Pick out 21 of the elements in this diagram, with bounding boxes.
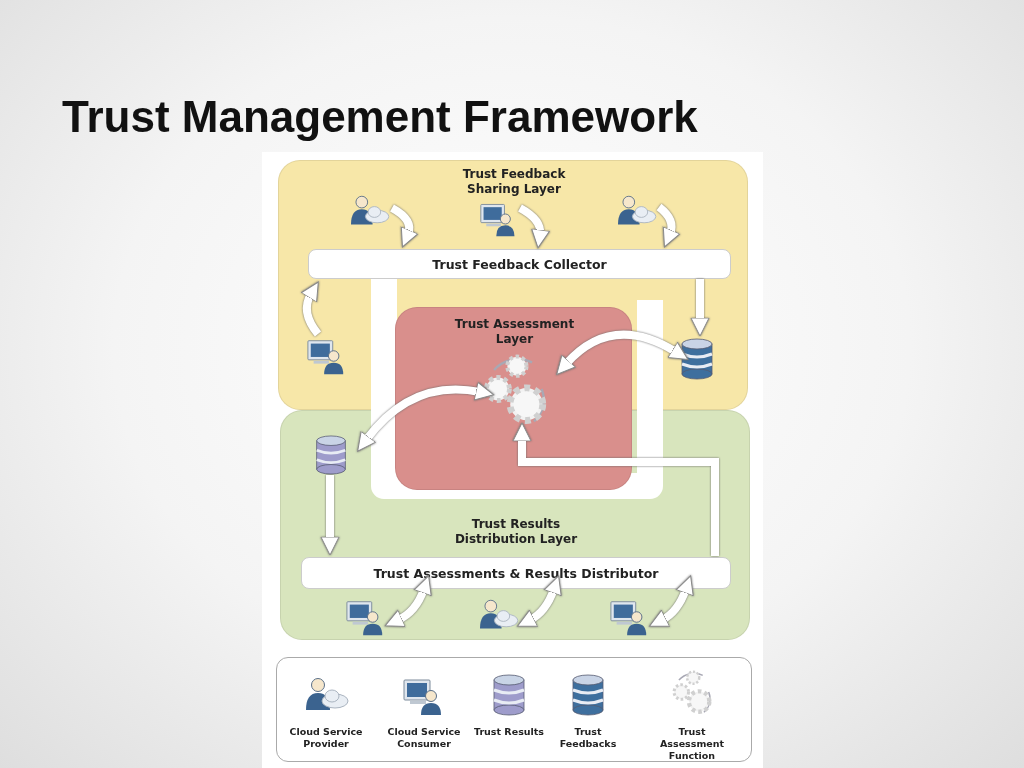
layer-panel (395, 307, 632, 490)
legend-label: Cloud Service Consumer (386, 726, 462, 750)
arrow (384, 575, 432, 627)
arrow (649, 575, 694, 628)
legend-label: Trust Feedbacks (558, 726, 618, 750)
layer-title: Trust Feedback Sharing Layer (461, 167, 567, 197)
database-icon (679, 338, 715, 380)
arrow (356, 382, 495, 452)
arrow (512, 422, 719, 556)
arrow (690, 279, 710, 337)
legend-label: Trust Results (473, 726, 545, 738)
component-bar: Trust Assessments & Results Distributor (301, 557, 731, 589)
layer-title: Trust Assessment Layer (453, 317, 576, 347)
arrow (555, 330, 689, 375)
arrow (517, 575, 562, 628)
slide-title: Trust Management Framework (62, 92, 698, 142)
arrow (518, 204, 550, 249)
legend-label: Cloud Service Provider (288, 726, 364, 750)
legend-label: Trust Assessment Function (658, 726, 726, 762)
layer-title: Trust Results Distribution Layer (453, 517, 579, 547)
component-bar: Trust Feedback Collector (308, 249, 731, 279)
